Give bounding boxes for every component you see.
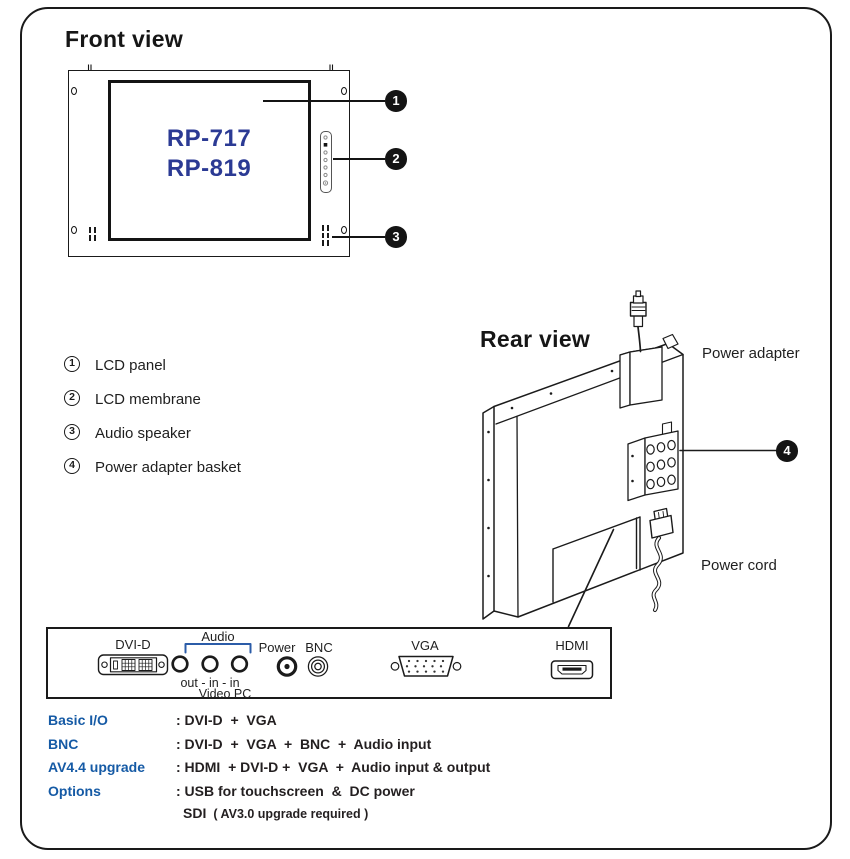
legend-label-3: Audio speaker bbox=[95, 424, 191, 442]
power-cord-label: Power cord bbox=[701, 557, 777, 574]
io-label-vga: VGA bbox=[411, 637, 439, 653]
page-border bbox=[20, 7, 832, 850]
power-jack-icon bbox=[276, 656, 298, 677]
legend-label-1: LCD panel bbox=[95, 356, 166, 374]
spec-label-options: Options bbox=[48, 782, 101, 799]
io-label-audio: Audio bbox=[201, 628, 235, 644]
front-view-heading: Front view bbox=[65, 26, 184, 52]
io-recess bbox=[552, 516, 641, 603]
spec-value-basic-io: : DVI-D + VGA bbox=[176, 712, 277, 728]
rack-tab-ticks bbox=[87, 64, 334, 71]
bnc-connector-icon bbox=[307, 656, 329, 677]
legend-label-4: Power adapter basket bbox=[95, 458, 241, 476]
legend-circle-2: 2 bbox=[64, 390, 80, 406]
io-label-dvi: DVI-D bbox=[115, 637, 151, 652]
callout-3: 3 bbox=[385, 226, 407, 248]
power-plug-icon bbox=[629, 290, 647, 353]
callout-1: 1 bbox=[385, 90, 407, 112]
model-numbers: RP-717 RP-819 bbox=[129, 124, 289, 184]
legend-label-2: LCD membrane bbox=[95, 390, 201, 408]
audio-jack-row-label: out - in - in bbox=[180, 675, 240, 690]
spec-value-av44: : HDMI + DVI-D + VGA + Audio input & out… bbox=[176, 759, 491, 775]
membrane-keypad bbox=[319, 131, 332, 193]
legend-circle-3: 3 bbox=[64, 424, 80, 440]
model-line-1: RP-717 bbox=[166, 125, 252, 152]
callout-3-line bbox=[332, 236, 385, 238]
io-pointer-line bbox=[567, 528, 615, 628]
model-line-2: RP-819 bbox=[166, 155, 252, 182]
spec-label-basic-io: Basic I/O bbox=[48, 712, 108, 728]
mounting-hole bbox=[71, 87, 77, 95]
adapter-basket-drawing bbox=[627, 421, 679, 502]
membrane-button-glyphs bbox=[322, 135, 329, 186]
legend-circle-4: 4 bbox=[64, 458, 80, 474]
spec-sdi-line: SDI ( AV3.0 upgrade required ) bbox=[183, 805, 368, 823]
io-label-bnc: BNC bbox=[305, 639, 333, 655]
spec-sdi-note: ( AV3.0 upgrade required ) bbox=[213, 806, 369, 821]
vga-connector-icon bbox=[390, 655, 462, 677]
spec-label-bnc: BNC bbox=[48, 735, 79, 752]
audio-in-pc-jack-icon bbox=[230, 655, 249, 673]
audio-source-row-label: Video PC bbox=[198, 686, 252, 701]
front-frame bbox=[68, 70, 350, 257]
io-label-hdmi: HDMI bbox=[555, 637, 589, 653]
mounting-hole bbox=[340, 87, 347, 95]
dvi-connector-icon bbox=[97, 654, 169, 676]
spec-label-av44: AV4.4 upgrade bbox=[48, 759, 145, 775]
spec-value-options: : USB for touchscreen & DC power bbox=[176, 782, 415, 799]
io-label-power: Power bbox=[258, 639, 296, 655]
io-connector-icons bbox=[97, 643, 594, 680]
audio-bracket bbox=[184, 643, 252, 654]
legend-circle-1: 1 bbox=[64, 356, 80, 372]
spec-sdi-code: SDI bbox=[183, 804, 207, 821]
callout-1-line bbox=[263, 100, 385, 102]
corner-tab bbox=[662, 333, 679, 350]
audio-in-video-jack-icon bbox=[201, 655, 219, 673]
power-adapter-drawing bbox=[619, 346, 663, 409]
callout-4: 4 bbox=[776, 440, 798, 462]
io-panel-box bbox=[46, 626, 612, 699]
spec-value-bnc: : DVI-D + VGA + BNC + Audio input bbox=[176, 735, 432, 752]
rear-view-heading: Rear view bbox=[480, 326, 591, 352]
front-screen bbox=[108, 80, 311, 241]
audio-out-jack-icon bbox=[171, 655, 189, 673]
power-cord-drawing bbox=[649, 507, 674, 612]
mounting-hole bbox=[71, 226, 77, 234]
callout-2-line bbox=[333, 158, 385, 160]
hdmi-connector-icon bbox=[550, 660, 594, 680]
mounting-hole bbox=[340, 226, 347, 234]
power-adapter-label: Power adapter bbox=[702, 345, 800, 362]
callout-2: 2 bbox=[385, 148, 407, 170]
rear-monitor-drawing bbox=[482, 290, 777, 628]
